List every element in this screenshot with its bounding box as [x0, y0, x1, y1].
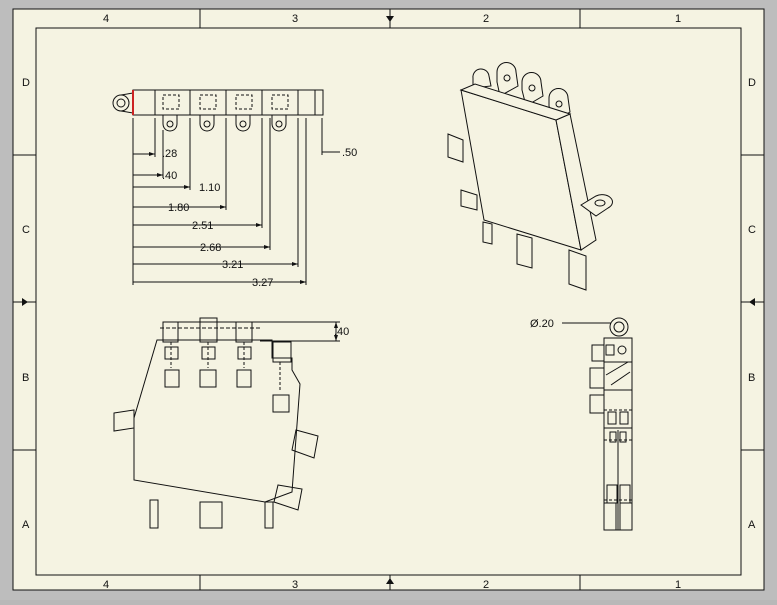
zone-labels: 4 3 2 1 4 3 2 1 D C B A D C B A — [22, 13, 756, 591]
zone-col-label: 4 — [103, 579, 109, 591]
front-view — [113, 317, 340, 529]
zone-row-label: B — [748, 372, 755, 384]
top-view-dimensions: .28 .40 1.10 1.80 2.51 2.68 3.21 3.27 .5… — [162, 147, 357, 289]
dim-label: 3.21 — [222, 259, 243, 271]
dim-label: 3.27 — [252, 277, 273, 289]
zone-row-label: A — [748, 519, 756, 531]
front-view-arrows — [334, 322, 338, 341]
zone-col-label: 3 — [292, 579, 298, 591]
center-markers — [22, 16, 755, 584]
top-view — [112, 89, 340, 285]
zone-col-label: 4 — [103, 13, 109, 25]
zone-col-label: 1 — [675, 13, 681, 25]
zone-row-label: C — [22, 224, 30, 236]
zone-ticks — [13, 9, 764, 590]
zone-col-label: 1 — [675, 579, 681, 591]
dim-label: .40 — [162, 170, 177, 182]
sheet-inner-border — [35, 27, 742, 576]
dim-label: 2.51 — [192, 220, 213, 232]
zone-row-label: C — [748, 224, 756, 236]
zone-col-label: 3 — [292, 13, 298, 25]
dim-label: Ø.20 — [530, 318, 554, 330]
dim-label: 2.68 — [200, 242, 221, 254]
zone-row-label: A — [22, 519, 30, 531]
dim-label: .40 — [334, 326, 349, 338]
top-view-arrows — [149, 152, 306, 284]
dim-label: 1.10 — [199, 182, 220, 194]
zone-row-label: D — [748, 77, 756, 89]
zone-row-label: D — [22, 77, 30, 89]
zone-col-label: 2 — [483, 13, 489, 25]
dim-label: 1.80 — [168, 202, 189, 214]
zone-row-label: B — [22, 372, 29, 384]
side-view — [562, 317, 633, 531]
zone-col-label: 2 — [483, 579, 489, 591]
dim-label: .28 — [162, 148, 177, 160]
dim-label: .50 — [342, 147, 357, 159]
isometric-view — [447, 62, 613, 291]
